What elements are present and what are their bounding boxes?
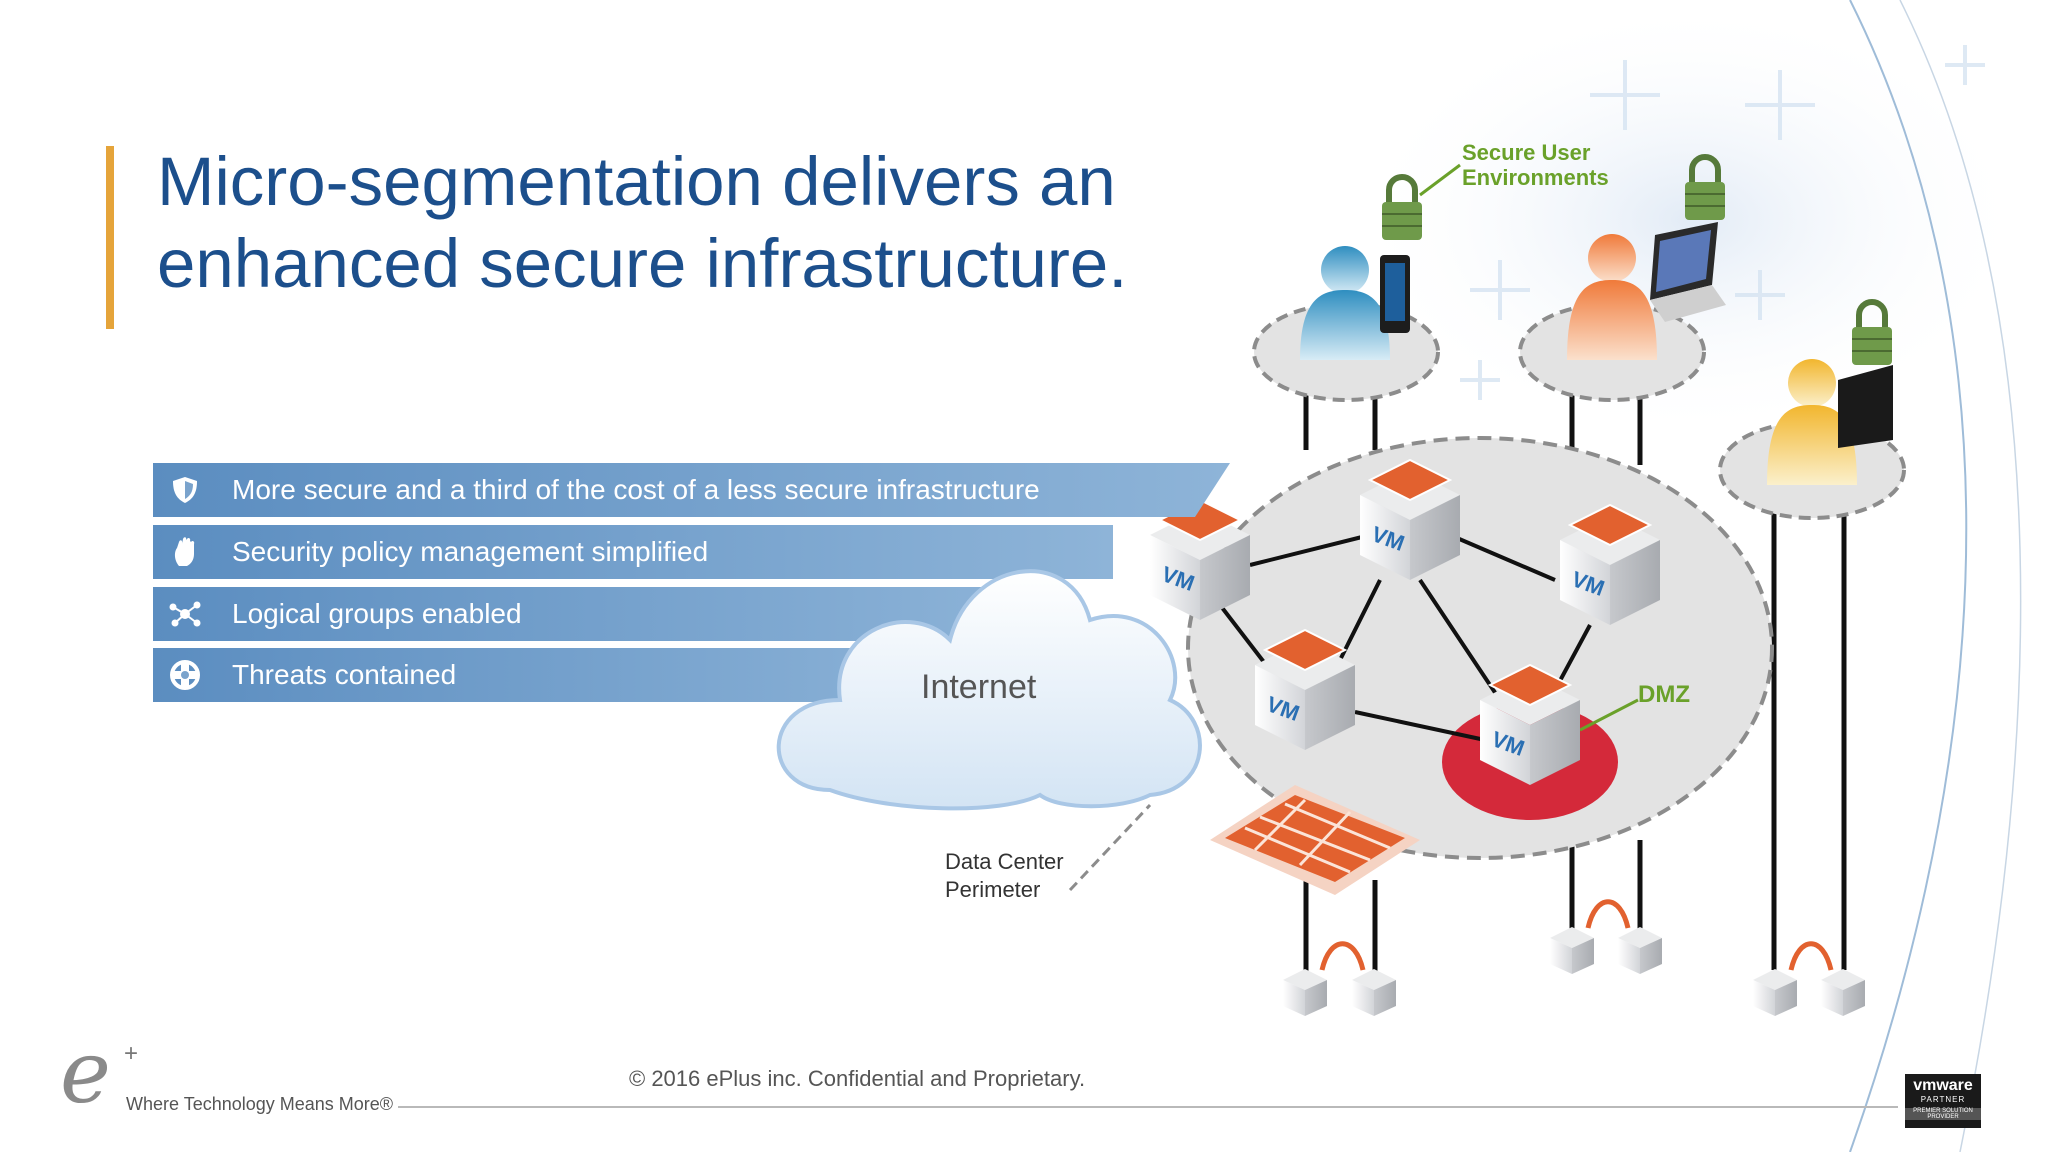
data-center-perimeter-label: Data Center Perimeter xyxy=(945,848,1064,903)
vm-pair-middle xyxy=(1550,899,1662,974)
bullet-label: Logical groups enabled xyxy=(232,598,522,629)
shield-icon xyxy=(153,475,217,505)
vm-node-1: VM xyxy=(1150,498,1250,620)
vm-node-4: VM xyxy=(1255,628,1355,750)
padlock-icon-2 xyxy=(1685,154,1725,220)
footer-divider xyxy=(398,1106,1898,1108)
bullet-label: Threats contained xyxy=(232,659,457,690)
hand-icon xyxy=(153,536,217,568)
padlock-icon-1 xyxy=(1382,174,1422,240)
padlock-icon-3 xyxy=(1852,299,1892,365)
dmz-label: DMZ xyxy=(1638,681,1690,708)
slide-title-line-1: Micro-segmentation delivers an xyxy=(157,143,1116,220)
secure-user-caption-line-1: Secure User xyxy=(1462,140,1591,165)
bullet-row-3: Logical groups enabled xyxy=(153,587,522,641)
bullet-bar-2 xyxy=(153,525,1113,579)
vmware-partner-badge: vmware PARTNER PREMIER SOLUTION PROVIDER xyxy=(1905,1074,1981,1128)
title-accent-bar xyxy=(106,146,114,329)
crosshair-icon xyxy=(153,659,217,691)
vm-node-3: VM xyxy=(1560,503,1660,625)
vm-node-dmz: VM xyxy=(1480,663,1580,785)
vm-node-2: VM xyxy=(1360,458,1460,580)
internet-cloud xyxy=(776,569,1202,811)
perimeter-firewall xyxy=(1210,785,1420,895)
user-yellow xyxy=(1767,359,1893,485)
footer-tagline: Where Technology Means More® xyxy=(126,1094,394,1114)
eplus-logo-plus: + xyxy=(124,1040,139,1067)
network-nodes-icon xyxy=(153,599,217,629)
secure-user-caption-line-2: Environments xyxy=(1462,165,1609,191)
bullet-bar-1 xyxy=(153,463,1230,517)
perimeter-label-line-2: Perimeter xyxy=(945,876,1041,902)
vm-pair-right xyxy=(1753,941,1865,1016)
bullet-label: More secure and a third of the cost of a… xyxy=(232,474,1040,505)
user-orange xyxy=(1567,222,1726,360)
internet-label: Internet xyxy=(921,668,1037,706)
bullet-row-1: More secure and a third of the cost of a… xyxy=(153,463,1040,517)
perimeter-label-line-1: Data Center xyxy=(945,849,1064,874)
bullet-row-2: Security policy management simplified xyxy=(153,525,708,579)
slide-title-line-2: enhanced secure infrastructure. xyxy=(157,225,1128,302)
footer-copyright: © 2016 ePlus inc. Confidential and Propr… xyxy=(629,1066,1086,1091)
partner-badge-brand: vmware xyxy=(1913,1077,1973,1094)
bullet-row-4: Threats contained xyxy=(153,648,456,702)
eplus-logo: e xyxy=(60,1023,111,1123)
bullet-label: Security policy management simplified xyxy=(232,536,709,567)
partner-badge-tier: PREMIER SOLUTION PROVIDER xyxy=(1905,1108,1981,1120)
user-blue xyxy=(1300,246,1410,360)
partner-badge-partner: PARTNER xyxy=(1920,1095,1966,1104)
vm-pair-left xyxy=(1283,941,1396,1016)
secure-user-caption: Secure User Environments xyxy=(1462,140,1609,191)
